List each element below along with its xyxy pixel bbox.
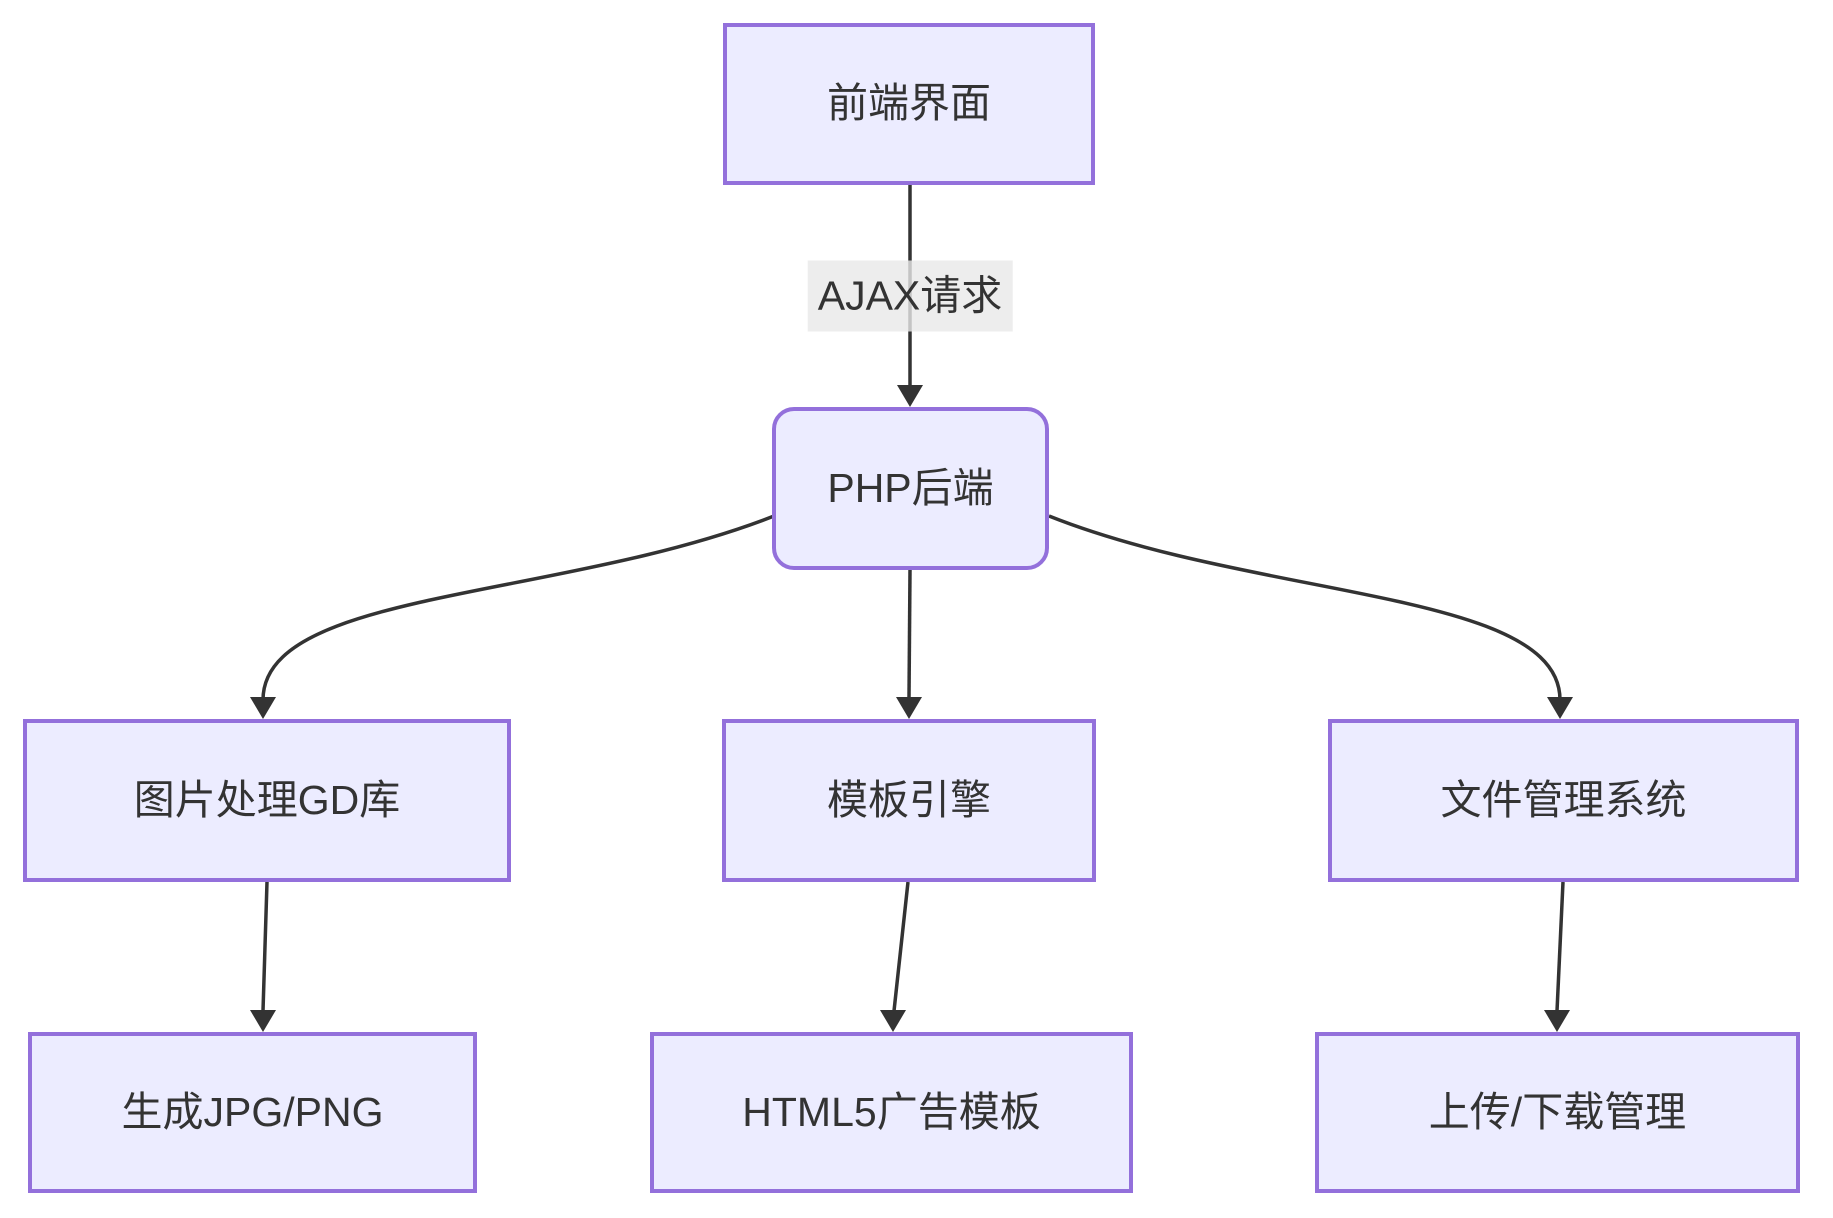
arrowhead-php-template (896, 697, 922, 719)
node-gd-library: 图片处理GD库 (23, 719, 511, 882)
node-file-manager: 文件管理系统 (1328, 719, 1799, 882)
node-generate-jpg-png: 生成JPG/PNG (28, 1032, 477, 1193)
node-generate-jpg-png-label: 生成JPG/PNG (121, 1088, 384, 1135)
arrowhead-template-html5 (880, 1010, 906, 1032)
edge-gd-jpg (261, 881, 269, 1012)
node-php-backend-label: PHP后端 (827, 464, 994, 511)
edge-label-ajax-request: AJAX请求 (807, 260, 1013, 332)
edge-php-gd (261, 514, 775, 701)
arrowhead-gd-jpg (250, 1010, 276, 1032)
arrowhead-file-updown (1544, 1010, 1570, 1032)
node-template-engine: 模板引擎 (722, 719, 1096, 882)
edge-file-updown (1555, 881, 1565, 1012)
edge-template-html5 (892, 881, 910, 1012)
node-html5-ad-template: HTML5广告模板 (650, 1032, 1133, 1193)
arrowhead-php-gd (250, 697, 276, 719)
edge-php-file (1048, 514, 1562, 701)
node-template-engine-label: 模板引擎 (827, 776, 991, 823)
node-frontend-interface: 前端界面 (723, 23, 1095, 185)
node-html5-ad-template-label: HTML5广告模板 (742, 1088, 1041, 1135)
node-gd-library-label: 图片处理GD库 (133, 776, 401, 823)
edge-php-template (907, 569, 912, 699)
arrowhead-php-file (1547, 697, 1573, 719)
arrowhead-frontend-php (897, 385, 923, 407)
node-upload-download-label: 上传/下载管理 (1428, 1088, 1687, 1135)
node-file-manager-label: 文件管理系统 (1440, 776, 1687, 823)
node-php-backend: PHP后端 (772, 407, 1049, 570)
node-frontend-interface-label: 前端界面 (827, 80, 991, 127)
node-upload-download: 上传/下载管理 (1315, 1032, 1800, 1193)
